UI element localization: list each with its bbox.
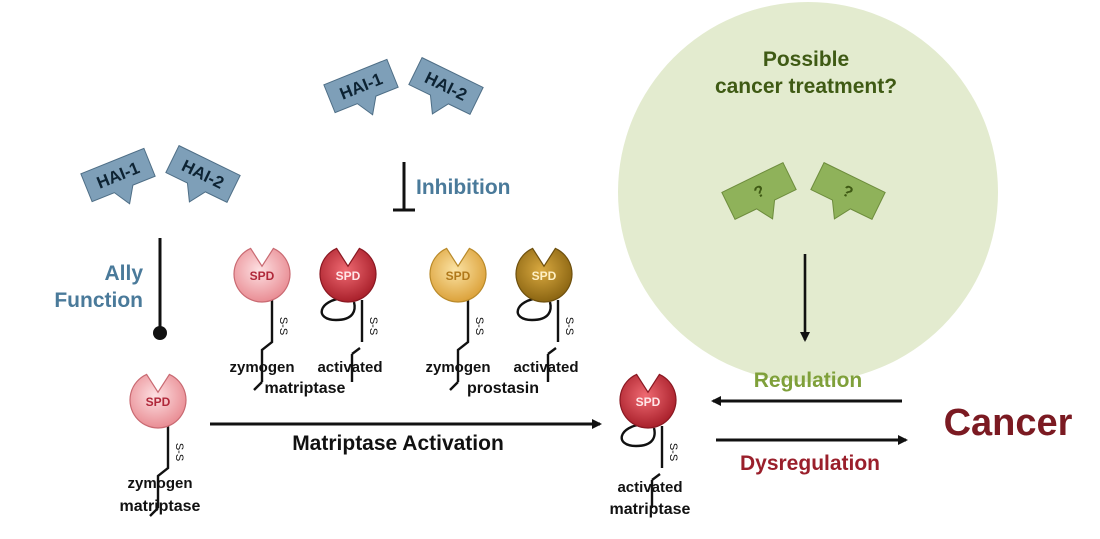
prostasin-zymogen-top-spd-label: SPD	[446, 269, 471, 283]
treatment-circle	[618, 2, 998, 382]
matriptase-activated-bottom-disulfide-label: S-S	[667, 443, 679, 461]
treatment-title-line1: Possible	[763, 48, 849, 71]
unknown-inhibitor-left: ?	[721, 161, 797, 221]
ally-label-line2: Function	[54, 289, 143, 312]
matriptase-activated-bottom-label: matriptase	[610, 501, 691, 518]
matriptase-activated-top-spd-label: SPD	[336, 269, 361, 283]
hai-1-top: HAI-1	[323, 58, 399, 116]
matriptase-zymogen-top-icon: SPD S-S	[233, 247, 291, 391]
matriptase-activated-bottom-spd-label: SPD	[636, 395, 661, 409]
matriptase-activation-label: Matriptase Activation	[292, 432, 504, 455]
hai-2-left: HAI-2	[165, 144, 241, 204]
matriptase-zymogen-bottom-icon: SPD S-S	[129, 373, 187, 517]
prostasin-activated-top-icon: SPD S-S	[515, 247, 575, 382]
inhibition-label: Inhibition	[416, 176, 510, 199]
cancer-label: Cancer	[944, 402, 1073, 444]
activated-bottom-label: activated	[617, 479, 682, 496]
prostasin-zymogen-top-icon: SPD S-S	[429, 247, 487, 391]
prostasin-group-label: prostasin	[467, 380, 539, 397]
protease-icons: SPD S-S SPD S-S SPD S-S SPD S-S SPD S-S SPD S-S	[129, 247, 679, 517]
zymogen-prostasin-label: zymogen	[425, 359, 490, 376]
matriptase-zymogen-top-disulfide-label: S-S	[277, 317, 289, 335]
matriptase-zymogen-bottom-disulfide-label: S-S	[173, 443, 185, 461]
zymogen-bottom-label: zymogen	[127, 475, 192, 492]
zymogen-matriptase-label: zymogen	[229, 359, 294, 376]
matriptase-activated-top-disulfide-label: S-S	[367, 317, 379, 335]
ally-label-line1: Ally	[104, 262, 143, 285]
matriptase-zymogen-bottom-spd-label: SPD	[146, 395, 171, 409]
regulation-label: Regulation	[754, 369, 863, 392]
ally-function-connector	[153, 238, 167, 340]
hai-1-left: HAI-1	[80, 147, 156, 205]
matriptase-bottom-label: matriptase	[120, 498, 201, 515]
treatment-title-line2: cancer treatment?	[715, 75, 897, 98]
activated-matriptase-label: activated	[317, 359, 382, 376]
matriptase-activated-bottom-icon: SPD S-S	[619, 373, 679, 508]
unknown-inhibitor-right: ?	[810, 161, 886, 221]
activated-prostasin-label: activated	[513, 359, 578, 376]
prostasin-activated-top-spd-label: SPD	[532, 269, 557, 283]
dysregulation-label: Dysregulation	[740, 452, 880, 475]
hai-2-top: HAI-2	[408, 56, 484, 116]
prostasin-zymogen-top-disulfide-label: S-S	[473, 317, 485, 335]
matriptase-group-label: matriptase	[265, 380, 346, 397]
matriptase-activated-top-icon: SPD S-S	[319, 247, 379, 382]
inhibition-symbol	[393, 162, 415, 212]
prostasin-activated-top-disulfide-label: S-S	[563, 317, 575, 335]
matriptase-zymogen-top-spd-label: SPD	[250, 269, 275, 283]
